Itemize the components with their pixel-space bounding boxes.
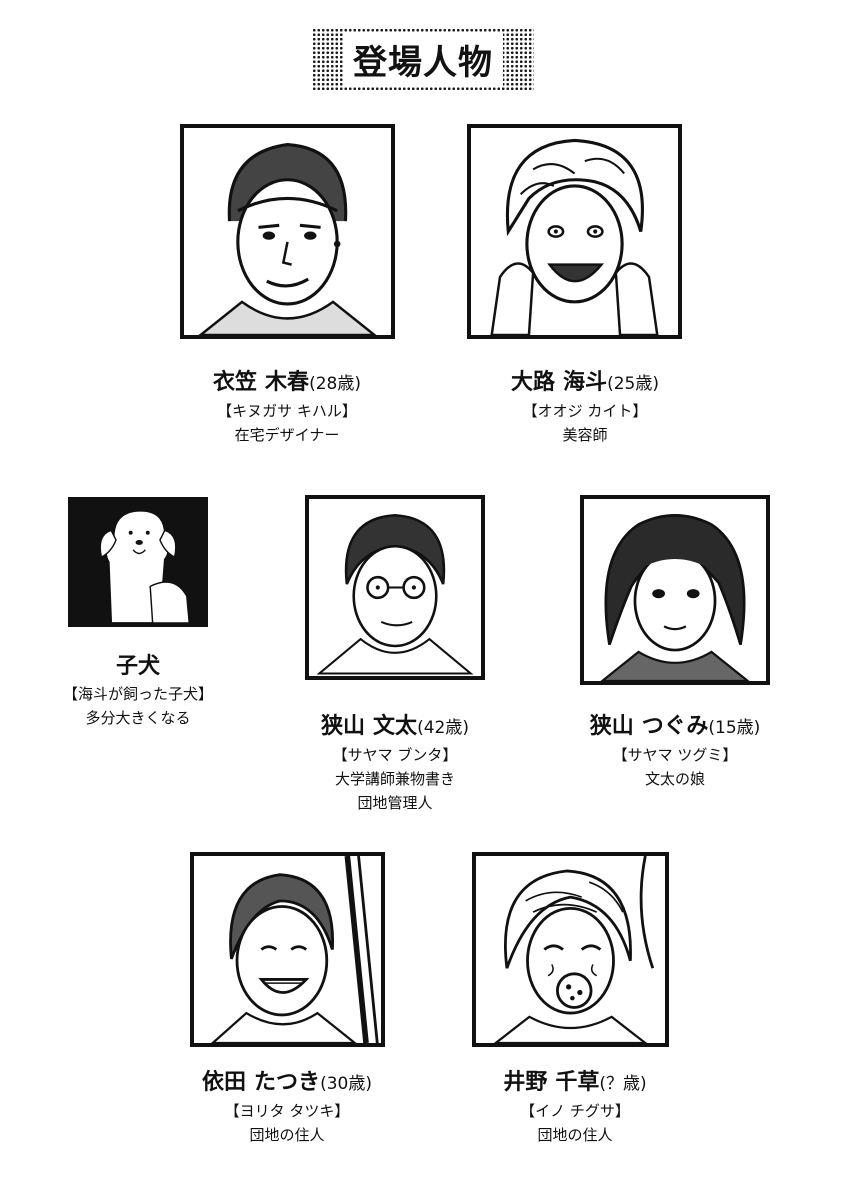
- character-age: (15歳): [708, 718, 761, 738]
- given-name: 海斗: [563, 370, 608, 395]
- illustration-sayama-tsugumi: [600, 514, 750, 681]
- character-role: 大学講師兼物書き: [334, 770, 455, 788]
- character-reading: 【キヌガサ キハル】: [217, 402, 357, 420]
- illustration-kinugasa-kiharu: [198, 143, 377, 335]
- character-role: 在宅デザイナー: [234, 426, 340, 444]
- character-age: (28歳): [309, 374, 361, 394]
- character-age: (30歳): [320, 1074, 372, 1094]
- character-age: (？歳): [599, 1074, 647, 1094]
- character-reading: 【オオジ カイト】: [522, 402, 648, 420]
- card-ooji-kaito: 大路海斗(25歳) 【オオジ カイト】 美容師: [455, 368, 715, 447]
- family-name: 狭山: [589, 714, 634, 739]
- given-name: 千草: [555, 1070, 600, 1095]
- card-kinugasa-kiharu: 衣笠木春(28歳) 【キヌガサ キハル】 在宅デザイナー: [157, 368, 417, 447]
- character-role: 団地管理人: [357, 794, 433, 812]
- portrait-ino-chigusa: [472, 852, 669, 1047]
- character-name: 狭山文太(42歳): [265, 712, 525, 743]
- character-reading: 【ヨリタ タツキ】: [224, 1102, 350, 1120]
- family-name: 衣笠: [213, 370, 258, 395]
- character-name: 依田たつき(30歳): [157, 1068, 417, 1099]
- character-role: 美容師: [562, 426, 608, 444]
- family-name: 子犬: [115, 654, 160, 679]
- illustration-puppy: [99, 509, 190, 623]
- portrait-ooji-kaito: [467, 124, 682, 339]
- given-name: 文太: [373, 714, 418, 739]
- family-name: 井野: [503, 1070, 548, 1095]
- character-reading: 【海斗が飼った子犬】: [62, 685, 213, 703]
- given-name: つぐみ: [641, 714, 709, 739]
- portrait-kinugasa-kiharu: [180, 124, 395, 339]
- character-name: 子犬: [8, 652, 268, 682]
- illustration-ino-chigusa: [493, 856, 655, 1043]
- character-reading: 【サヤマ ツグミ】: [612, 746, 738, 764]
- character-age: (42歳): [417, 718, 469, 738]
- card-yorita-tatsuki: 依田たつき(30歳) 【ヨリタ タツキ】 団地の住人: [157, 1068, 417, 1147]
- page-title: 登場人物: [343, 32, 503, 86]
- character-name: 大路海斗(25歳): [455, 368, 715, 399]
- card-sayama-tsugumi: 狭山つぐみ(15歳) 【サヤマ ツグミ】 文太の娘: [545, 712, 805, 791]
- character-name: 衣笠木春(28歳): [157, 368, 417, 399]
- portrait-puppy: [68, 497, 208, 627]
- illustration-yorita-tatsuki: [211, 856, 379, 1043]
- character-role: 団地の住人: [537, 1126, 613, 1144]
- character-reading: 【サヤマ ブンタ】: [332, 746, 458, 764]
- character-role: 文太の娘: [644, 770, 705, 788]
- portrait-sayama-bunta: [305, 495, 485, 680]
- character-name: 井野千草(？歳): [445, 1068, 705, 1099]
- portrait-sayama-tsugumi: [580, 495, 770, 685]
- illustration-sayama-bunta: [316, 513, 474, 675]
- family-name: 大路: [511, 370, 556, 395]
- portrait-yorita-tatsuki: [190, 852, 385, 1047]
- card-ino-chigusa: 井野千草(？歳) 【イノ チグサ】 団地の住人: [445, 1068, 705, 1147]
- character-name: 狭山つぐみ(15歳): [545, 712, 805, 743]
- character-role: 団地の住人: [249, 1126, 325, 1144]
- card-sayama-bunta: 狭山文太(42歳) 【サヤマ ブンタ】 大学講師兼物書き 団地管理人: [265, 712, 525, 815]
- family-name: 狭山: [321, 714, 366, 739]
- character-age: (25歳): [607, 374, 659, 394]
- character-reading: 【イノ チグサ】: [520, 1102, 630, 1120]
- page-title-box: 登場人物: [312, 28, 534, 90]
- card-puppy: 子犬 【海斗が飼った子犬】 多分大きくなる: [8, 652, 268, 730]
- family-name: 依田: [202, 1070, 247, 1095]
- illustration-ooji-kaito: [490, 138, 659, 335]
- given-name: たつき: [254, 1070, 321, 1095]
- given-name: 木春: [265, 370, 310, 395]
- character-role: 多分大きくなる: [85, 709, 191, 727]
